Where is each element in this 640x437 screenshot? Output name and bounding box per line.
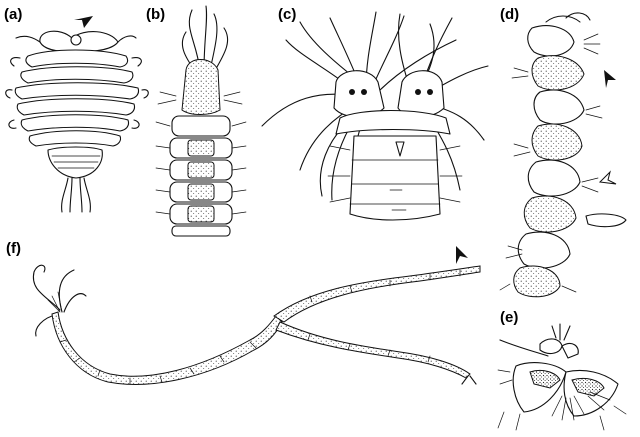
- worm-d-segments: [499, 12, 627, 298]
- panel-d: (d): [499, 6, 627, 298]
- worm-b-anterior-dorsal: [155, 5, 247, 237]
- worm-e-parapodium-detail: [497, 323, 627, 431]
- panel-label-c: (c): [278, 6, 296, 23]
- panel-label-a: (a): [4, 6, 22, 23]
- panel-f: (f): [6, 240, 481, 385]
- panel-label-b: (b): [146, 6, 165, 23]
- panel-label-f: (f): [6, 240, 21, 257]
- panel-e: (e): [497, 309, 627, 431]
- panel-c: (c): [261, 6, 489, 221]
- panel-b: (b): [146, 5, 247, 237]
- arrowhead-a-filled: [74, 16, 93, 28]
- worm-c-tentacle-crown: [261, 11, 489, 221]
- panel-a: (a): [4, 6, 149, 213]
- arrowhead-d-filled: [604, 70, 616, 88]
- worm-a-dorsal-view: [5, 30, 149, 213]
- panel-label-e: (e): [500, 309, 518, 326]
- arrowhead-d-open: [598, 170, 617, 185]
- arrowhead-f-filled: [456, 246, 468, 264]
- worm-f-bifurcating-body: [32, 264, 481, 385]
- panel-label-d: (d): [500, 6, 519, 23]
